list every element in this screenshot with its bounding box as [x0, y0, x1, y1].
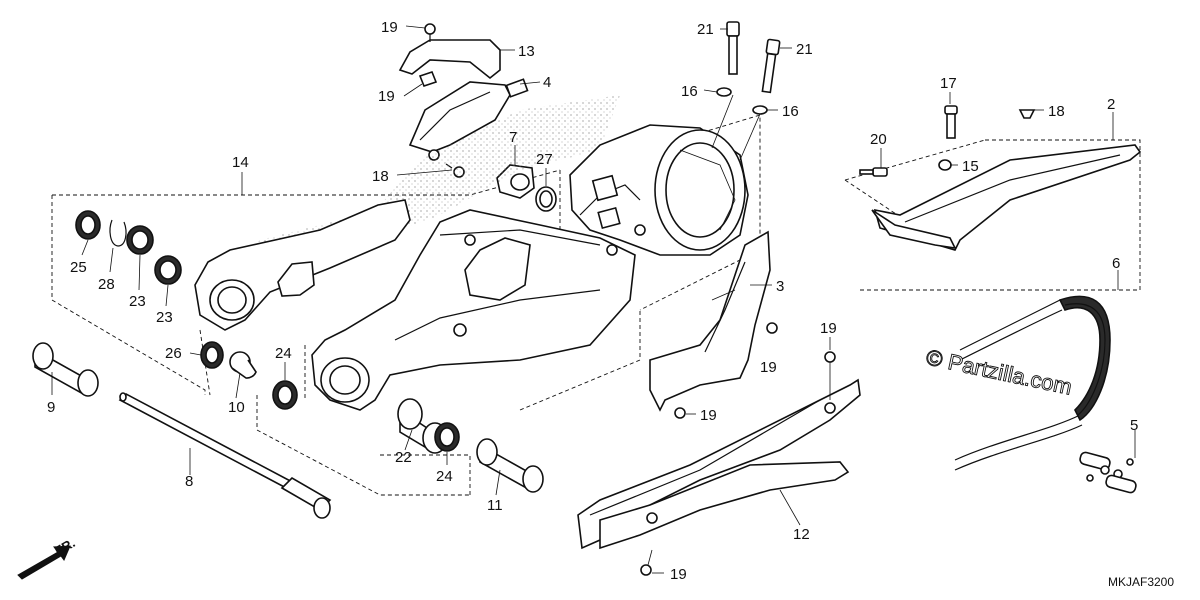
callout-19: 19 — [820, 320, 837, 337]
part-8-pivot-shaft — [118, 392, 332, 519]
assembly-dash-lines — [51, 114, 1141, 496]
callout-26: 26 — [165, 345, 182, 362]
callout-4: 4 — [543, 74, 551, 91]
part-28-circlip — [109, 219, 127, 247]
callout-18: 18 — [372, 168, 389, 185]
part-2-chain-guard — [871, 144, 1142, 251]
callout-18: 18 — [1048, 103, 1065, 120]
callout-7: 7 — [509, 129, 517, 146]
callout-22: 22 — [395, 449, 412, 466]
part-11-collar — [476, 438, 544, 493]
callout-19: 19 — [381, 19, 398, 36]
callout-13: 13 — [518, 43, 535, 60]
callout-19: 19 — [700, 407, 717, 424]
callout-20: 20 — [870, 131, 887, 148]
callout-23: 23 — [156, 309, 173, 326]
part-21-bolt-a — [726, 21, 740, 75]
callout-24: 24 — [436, 468, 453, 485]
part-16-washer-b — [752, 105, 768, 115]
callout-19: 19 — [670, 566, 687, 583]
part-23-bearing-a — [126, 225, 154, 255]
callout-25: 25 — [70, 259, 87, 276]
callout-labels: 19 13 19 4 21 21 16 16 17 18 2 7 27 20 1… — [47, 19, 1138, 583]
part-25-seal — [75, 210, 101, 240]
callout-24: 24 — [275, 345, 292, 362]
part-18-screw-b — [1018, 109, 1036, 119]
callout-23: 23 — [129, 293, 146, 310]
part-21-bolt-b — [761, 38, 781, 94]
part-15-nut — [938, 159, 952, 171]
part-10-collar — [229, 351, 257, 379]
part-5-master-link — [1079, 451, 1137, 494]
part-24-seal-a — [272, 380, 298, 410]
callout-2: 2 — [1107, 96, 1115, 113]
front-direction-arrow-icon: FR. — [17, 535, 78, 580]
part-12-chain-slider — [577, 351, 861, 576]
part-26-seal — [200, 341, 224, 369]
callout-27: 27 — [536, 151, 553, 168]
callout-5: 5 — [1130, 417, 1138, 434]
part-9-pivot-collar — [32, 342, 99, 397]
part-24-seal-b — [434, 422, 460, 452]
callout-14: 14 — [232, 154, 249, 171]
callout-3: 3 — [776, 278, 784, 295]
callout-15: 15 — [962, 158, 979, 175]
leader-lines — [51, 25, 1136, 574]
callout-8: 8 — [185, 473, 193, 490]
part-23-bearing-b — [154, 255, 182, 285]
callout-6: 6 — [1112, 255, 1120, 272]
part-13-bracket — [398, 23, 501, 87]
callout-21: 21 — [796, 41, 813, 58]
part-27-o-ring — [535, 186, 557, 212]
part-3-inner-guard — [649, 230, 778, 412]
callout-19: 19 — [760, 359, 777, 376]
callout-16: 16 — [681, 83, 698, 100]
callout-19: 19 — [378, 88, 395, 105]
callout-11: 11 — [487, 497, 503, 514]
callout-17: 17 — [940, 75, 957, 92]
callout-10: 10 — [228, 399, 245, 416]
part-16-washer-a — [716, 87, 732, 97]
watermark-text: © Partzilla.com — [924, 344, 1074, 399]
part-20-bolt — [859, 167, 888, 177]
part-14-swingarm — [194, 95, 749, 411]
callout-16: 16 — [782, 103, 799, 120]
diagram-code: MKJAF3200 — [1108, 575, 1174, 589]
callout-21: 21 — [697, 21, 714, 38]
callout-12: 12 — [793, 526, 810, 543]
part-19-bolt-mid — [674, 407, 686, 419]
callout-9: 9 — [47, 399, 55, 416]
part-17-bolt — [944, 105, 958, 139]
part-6-drive-chain — [954, 295, 1111, 471]
callout-28: 28 — [98, 276, 115, 293]
